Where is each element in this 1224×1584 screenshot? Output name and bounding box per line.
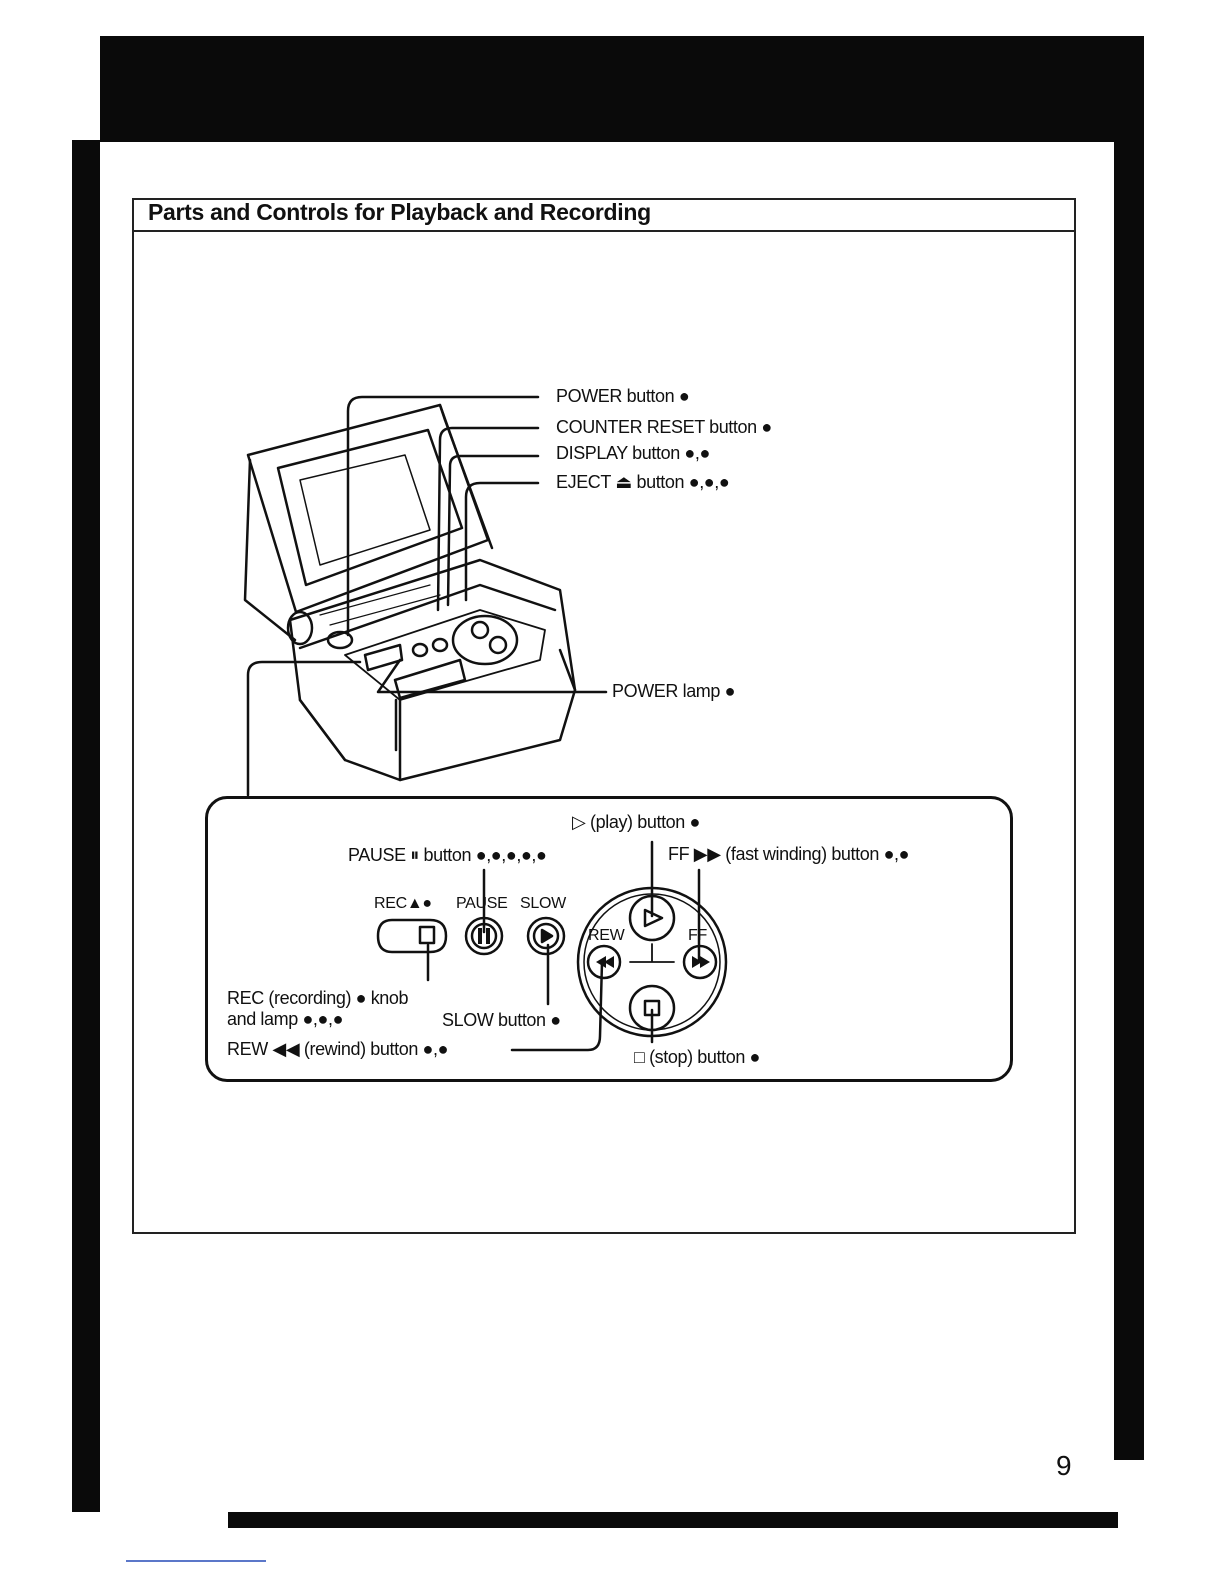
page-number: 9: [1056, 1450, 1072, 1481]
display-button-label: DISPLAY button ●,●: [556, 443, 710, 463]
eject-button-label: EJECT ⏏ button ●,●,●: [556, 472, 730, 492]
header-band: [100, 36, 1144, 142]
footer-link-mark: [126, 1560, 266, 1562]
bottom-rule: [228, 1512, 1118, 1528]
panel-pause-text: PAUSE: [456, 895, 508, 912]
rec-knob-label-line1: REC (recording) ● knob: [227, 988, 409, 1008]
control-panel-inset: [205, 796, 1013, 1082]
play-button-label: ▷ (play) button ●: [572, 812, 700, 832]
left-margin-bar: [72, 140, 100, 1512]
panel-rec-text: REC▲●: [374, 895, 432, 912]
power-lamp-label: POWER lamp ●: [612, 681, 736, 701]
ff-button-label: FF ▶▶ (fast winding) button ●,●: [668, 844, 910, 864]
counter-reset-button-label: COUNTER RESET button ●: [556, 417, 772, 437]
panel-slow-text: SLOW: [520, 895, 566, 912]
panel-ff-text: FF: [688, 927, 707, 944]
stop-button-label: □ (stop) button ●: [634, 1047, 761, 1067]
rew-button-label: REW ◀◀ (rewind) button ●,●: [227, 1039, 449, 1059]
rec-knob-label-line2: and lamp ●,●,●: [227, 1009, 344, 1029]
slow-button-label: SLOW button ●: [442, 1010, 561, 1030]
inset-glyph-fills: [478, 928, 710, 968]
section-title: Parts and Controls for Playback and Reco…: [148, 199, 651, 225]
inset-leader-lines: [426, 840, 701, 1052]
device-body: [286, 558, 577, 782]
section-frame: [132, 198, 1076, 1234]
power-button-label: POWER button ●: [556, 386, 690, 406]
section-title-bar: [134, 200, 1074, 232]
right-margin-bar: [1114, 140, 1144, 1460]
pause-button-label: PAUSE ⏸ button ●,●,●,●,●: [348, 845, 547, 865]
leader-lines: [246, 395, 608, 797]
device-lid-screen: [243, 403, 494, 642]
panel-rew-text: REW: [588, 927, 625, 944]
